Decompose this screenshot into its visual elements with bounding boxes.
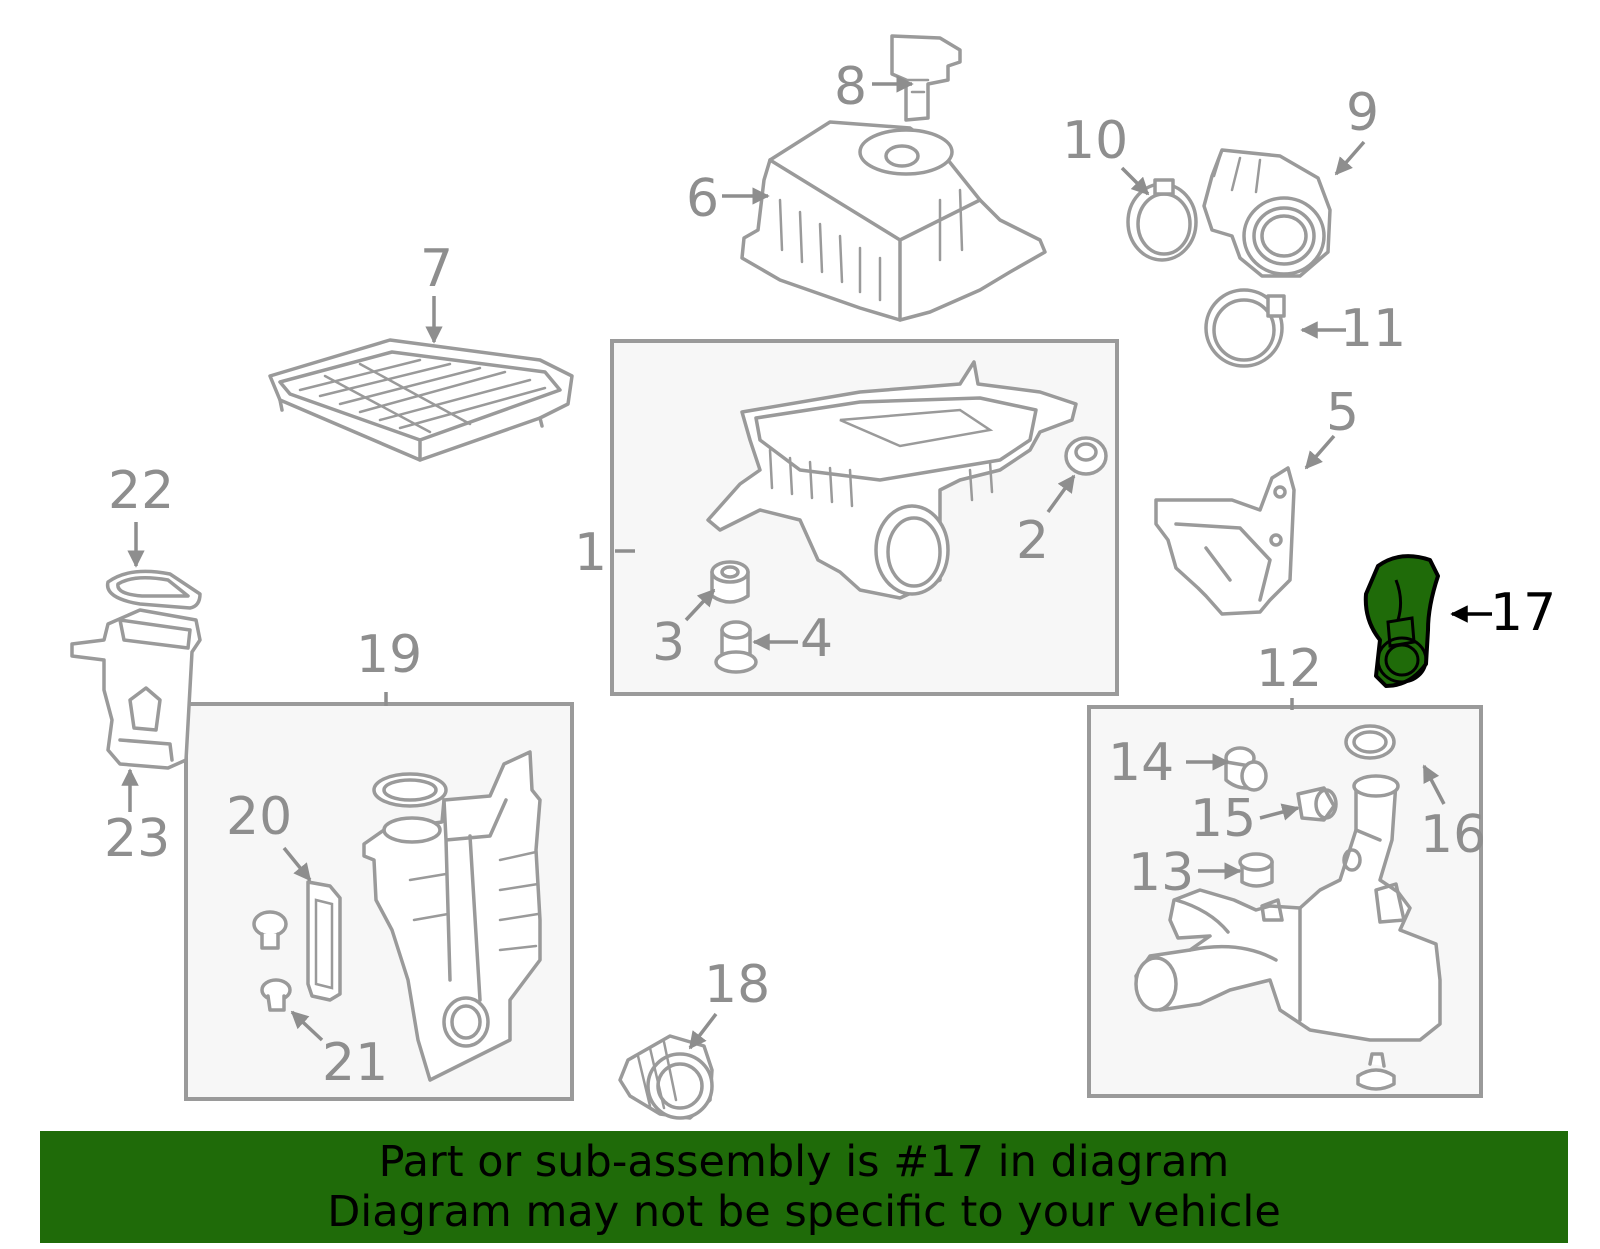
leader-15 [1259, 803, 1300, 821]
callout-2[interactable]: 2 [1016, 511, 1049, 571]
callout-labels: 1 2 3 4 5 6 7 8 9 10 11 12 13 14 15 16 1… [104, 57, 1556, 1093]
callout-19[interactable]: 19 [356, 625, 422, 685]
part-12-intake-duct[interactable] [1134, 774, 1442, 1091]
leader-2 [1046, 474, 1076, 514]
callout-6[interactable]: 6 [686, 169, 719, 229]
part-5-bracket[interactable] [1154, 466, 1296, 616]
part-10-clamp[interactable] [1126, 178, 1198, 262]
part-13-grommet[interactable] [1238, 852, 1274, 888]
leader-5 [1304, 434, 1336, 470]
leader-18 [688, 1012, 718, 1050]
callout-17[interactable]: 17 [1490, 583, 1556, 643]
callout-15[interactable]: 15 [1190, 789, 1256, 849]
leader-21 [290, 1010, 324, 1042]
callout-8[interactable]: 8 [834, 57, 867, 117]
callout-10[interactable]: 10 [1062, 111, 1128, 171]
leader-3 [684, 588, 716, 622]
callout-14[interactable]: 14 [1108, 733, 1174, 793]
part-18-hose[interactable] [618, 1034, 714, 1120]
callout-3[interactable]: 3 [652, 613, 685, 673]
part-15-grommet[interactable] [1296, 786, 1338, 822]
part-1-lower-case[interactable] [706, 360, 1078, 600]
callout-9[interactable]: 9 [1346, 83, 1379, 143]
part-17-intake-tube[interactable] [1363, 554, 1440, 688]
callout-4[interactable]: 4 [800, 609, 833, 669]
part-4-collar[interactable] [714, 620, 758, 674]
part-16-gasket[interactable] [1344, 724, 1396, 760]
banner-line-1: Part or sub-assembly is #17 in diagram [378, 1137, 1230, 1187]
banner-line-2: Diagram may not be specific to your vehi… [327, 1187, 1281, 1237]
part-23-resonator[interactable] [70, 608, 202, 770]
part-6-air-cleaner-cover[interactable] [740, 120, 1047, 322]
callout-23[interactable]: 23 [104, 809, 170, 869]
part-3-grommet[interactable] [710, 560, 750, 604]
part-21-fasteners[interactable] [252, 910, 292, 1012]
part-2-grommet[interactable] [1064, 436, 1108, 476]
part-11-clamp[interactable] [1204, 288, 1286, 368]
part-9-air-tube[interactable] [1202, 148, 1332, 278]
callout-13[interactable]: 13 [1128, 843, 1194, 903]
callout-11[interactable]: 11 [1340, 299, 1406, 359]
callout-5[interactable]: 5 [1326, 383, 1359, 443]
leader-20 [282, 846, 312, 882]
callout-22[interactable]: 22 [108, 461, 174, 521]
callout-12[interactable]: 12 [1256, 639, 1322, 699]
callout-16[interactable]: 16 [1420, 805, 1486, 865]
part-22-gasket[interactable] [105, 569, 202, 610]
leader-10 [1120, 166, 1150, 196]
leader-9 [1334, 140, 1366, 176]
callout-7[interactable]: 7 [420, 239, 453, 299]
callout-21[interactable]: 21 [322, 1033, 388, 1093]
leader-16 [1422, 764, 1446, 805]
callout-20[interactable]: 20 [226, 787, 292, 847]
part-14-collar[interactable] [1224, 746, 1268, 792]
part-20-screen[interactable] [306, 880, 342, 1002]
part-8-sensor[interactable] [890, 34, 962, 122]
callout-18[interactable]: 18 [704, 955, 770, 1015]
leader-lines [121, 75, 1492, 1050]
callout-1[interactable]: 1 [574, 523, 607, 583]
part-19-duct[interactable] [362, 750, 542, 1082]
part-7-air-filter[interactable] [268, 338, 574, 462]
info-banner: Part or sub-assembly is #17 in diagram D… [40, 1131, 1568, 1243]
